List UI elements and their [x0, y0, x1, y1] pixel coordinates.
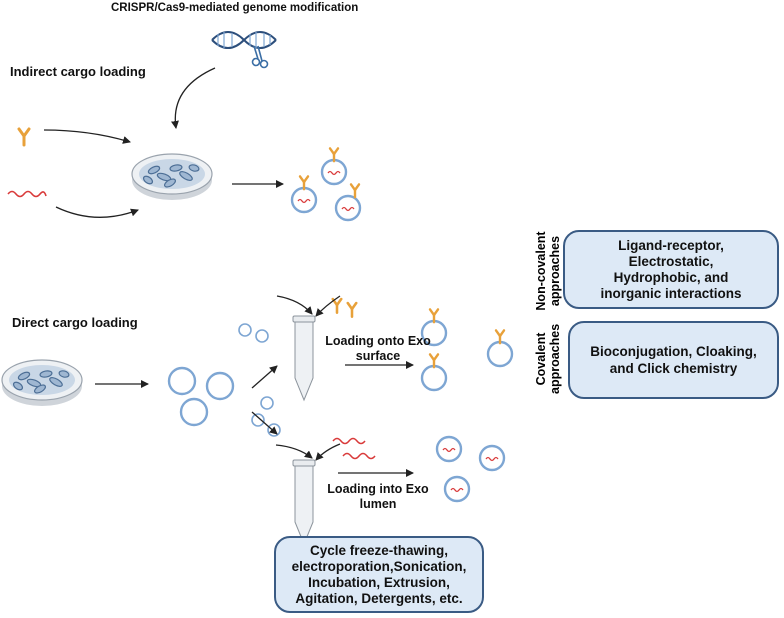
diagram-title: CRISPR/Cas9-mediated genome modification	[111, 2, 359, 14]
cell-culture-dish-icon	[131, 153, 213, 201]
arrow-icon	[315, 443, 341, 461]
indirect-loading-label: Indirect cargo loading	[10, 64, 146, 79]
arrow-icon	[171, 67, 216, 129]
arrow-icon	[251, 365, 278, 389]
rna-strand-icon	[7, 190, 47, 198]
loading-surface-label: Loading onto Exo surface	[325, 334, 431, 363]
noncovalent-approaches-label: Non-covalent approaches	[534, 231, 562, 311]
centrifuge-tube-icon	[292, 315, 316, 401]
arrow-icon	[276, 295, 313, 315]
loading-methods-box: Cycle freeze-thawing, electroporation,So…	[274, 536, 484, 613]
exosome-icon	[435, 435, 506, 503]
arrow-icon	[251, 411, 278, 435]
covalent-approaches-label: Covalent approaches	[534, 323, 562, 394]
dna-scissors-icon	[211, 31, 277, 69]
covalent-methods-box: Bioconjugation, Cloaking, and Click chem…	[568, 321, 779, 399]
noncovalent-methods-box: Ligand-receptor, Electrostatic, Hydropho…	[563, 230, 779, 309]
centrifuge-tube-icon	[292, 459, 316, 545]
antibody-icon	[331, 297, 358, 318]
rna-strand-icon	[342, 452, 376, 460]
antibody-icon	[17, 127, 31, 147]
arrow-icon	[315, 295, 341, 317]
cell-culture-dish-icon	[1, 359, 83, 407]
exosome-icon	[290, 147, 362, 222]
rna-strand-icon	[332, 437, 366, 445]
arrow-icon	[55, 206, 139, 218]
loading-lumen-label: Loading into Exo lumen	[327, 482, 429, 511]
arrow-icon	[43, 129, 131, 144]
exosome-icon	[167, 366, 235, 427]
exosome-icon	[420, 308, 514, 392]
direct-loading-label: Direct cargo loading	[12, 315, 138, 330]
arrow-icon	[275, 444, 313, 459]
